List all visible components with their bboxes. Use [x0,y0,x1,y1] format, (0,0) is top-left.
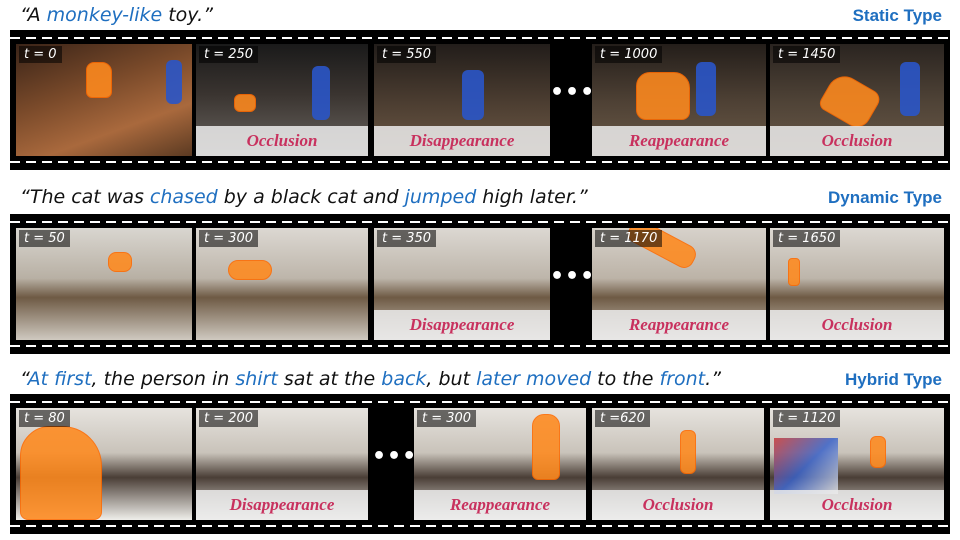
event-label: Reappearance [414,490,586,520]
event-label: Occlusion [196,126,368,156]
frame: t =620 Occlusion [592,408,764,520]
dynamic-type-label: Dynamic Type [827,188,942,207]
time-label: t = 50 [19,230,70,247]
frame: t = 550 Disappearance [374,44,550,156]
time-label: t = 550 [377,46,437,63]
time-label: t = 1450 [773,46,841,63]
frame: t = 250 Occlusion [196,44,368,156]
ellipsis: ••• [550,264,596,289]
event-label: Disappearance [196,490,368,520]
event-label: Disappearance [374,126,550,156]
static-caption: “A monkey-like toy.” [20,4,213,26]
hybrid-type-label: Hybrid Type [845,370,942,389]
event-label: Reappearance [592,126,766,156]
event-label: Disappearance [374,310,550,340]
event-label: Occlusion [770,490,944,520]
frame: t = 1000 Reappearance [592,44,766,156]
film-strip: t = 50 t = 300 t = 350 Disappearance •••… [10,214,950,354]
frame: t = 1650 Occlusion [770,228,944,340]
time-label: t = 250 [199,46,259,63]
time-label: t = 300 [199,230,259,247]
event-label: Occlusion [770,310,944,340]
static-type-label: Static Type [852,6,942,25]
time-label: t = 1000 [595,46,663,63]
time-label: t =620 [595,410,650,427]
frame: t = 1170 Reappearance [592,228,766,340]
ellipsis: ••• [372,444,418,469]
frame: t = 300 Reappearance [414,408,586,520]
dynamic-caption: “The cat was chased by a black cat and j… [20,186,588,208]
event-label: Occlusion [770,126,944,156]
frame: t = 300 [196,228,368,340]
hybrid-caption: “At first, the person in shirt sat at th… [20,368,722,390]
frame: t = 50 [16,228,192,340]
time-label: t = 350 [377,230,437,247]
event-label: Occlusion [592,490,764,520]
frame: t = 80 [16,408,192,520]
time-label: t = 80 [19,410,70,427]
frame: t = 200 Disappearance [196,408,368,520]
ellipsis: ••• [550,80,596,105]
frame: t = 1120 Occlusion [770,408,944,520]
time-label: t = 0 [19,46,62,63]
frame: t = 1450 Occlusion [770,44,944,156]
time-label: t = 1170 [595,230,663,247]
time-label: t = 200 [199,410,259,427]
event-label: Reappearance [592,310,766,340]
film-strip: t = 80 t = 200 Disappearance ••• t = 300… [10,394,950,534]
frame: t = 0 [16,44,192,156]
time-label: t = 1120 [773,410,841,427]
film-strip: t = 0 t = 250 Occlusion t = 550 Disappea… [10,30,950,170]
time-label: t = 300 [417,410,477,427]
frame: t = 350 Disappearance [374,228,550,340]
time-label: t = 1650 [773,230,841,247]
